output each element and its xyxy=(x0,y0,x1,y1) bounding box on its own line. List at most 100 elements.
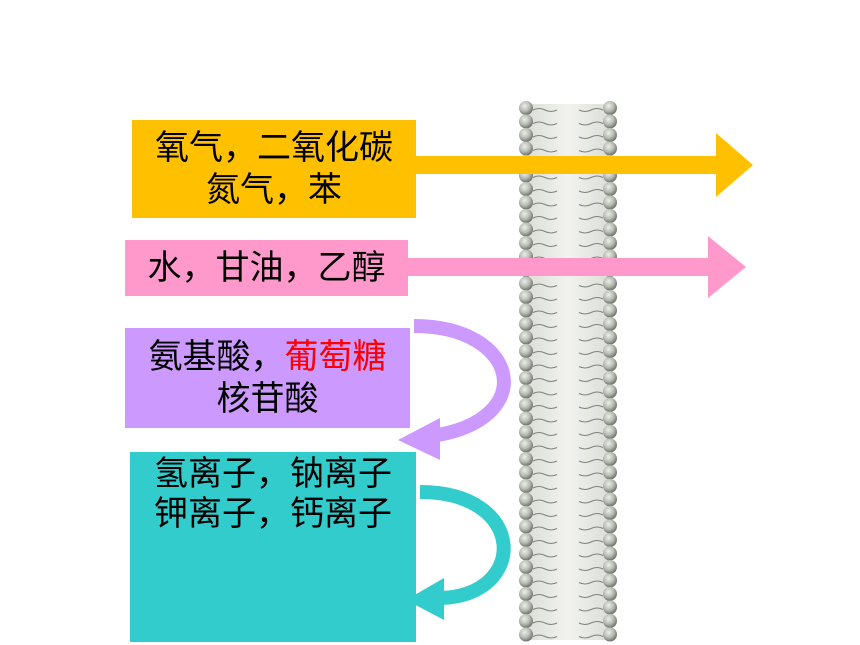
phospholipid-head-right xyxy=(603,506,617,520)
phospholipid-head-right xyxy=(603,344,617,358)
phospholipid-head-right xyxy=(603,357,617,372)
phospholipid-head-right xyxy=(603,465,617,480)
phospholipid-head-right xyxy=(603,222,617,237)
lipid-tail xyxy=(532,553,604,558)
lipid-tail xyxy=(532,310,604,315)
phospholipid-head-left xyxy=(519,236,533,250)
lipid-tail xyxy=(532,418,604,423)
aminoacids-label-box: 氨基酸，葡萄糖 核苷酸 xyxy=(125,328,410,428)
phospholipid-head-right xyxy=(603,546,617,561)
phospholipid-head-right xyxy=(603,425,617,439)
lipid-tail xyxy=(532,499,604,504)
phospholipid-head-left xyxy=(519,492,533,507)
lipid-tail xyxy=(532,540,604,544)
lipid-tail xyxy=(532,364,604,369)
lipid-tail xyxy=(532,121,604,126)
phospholipid-head-right xyxy=(603,303,617,318)
lipid-tail xyxy=(532,459,604,463)
phospholipid-head-left xyxy=(519,114,533,129)
phospholipid-head-right xyxy=(603,290,617,304)
phospholipid-head-right xyxy=(603,533,617,547)
phospholipid-head-right xyxy=(603,317,617,331)
phospholipid-head-left xyxy=(519,195,533,210)
phospholipid-head-right xyxy=(603,371,617,385)
phospholipid-head-right xyxy=(603,627,617,642)
gases-line-2: 氮气，苯 xyxy=(206,170,342,210)
phospholipid-head-right xyxy=(603,128,617,142)
cell-membrane-bilayer xyxy=(519,101,617,642)
phospholipid-head-left xyxy=(519,344,533,358)
phospholipid-head-left xyxy=(519,209,533,223)
lipid-tail xyxy=(532,607,604,612)
phospholipid-head-left xyxy=(519,128,533,142)
phospholipid-head-left xyxy=(519,330,533,345)
phospholipid-head-right xyxy=(603,398,617,412)
lipid-tail xyxy=(532,229,604,234)
lipid-tail xyxy=(532,472,604,477)
lipid-tail xyxy=(532,378,604,382)
lipid-tail xyxy=(532,243,604,247)
phospholipid-head-left xyxy=(519,357,533,372)
gases-box-fill xyxy=(132,120,416,218)
lipid-tail xyxy=(532,580,604,585)
gases-pass-arrow xyxy=(416,133,753,197)
phospholipid-head-left xyxy=(519,465,533,480)
lipid-tail xyxy=(532,351,604,355)
lipid-tail xyxy=(532,391,604,396)
phospholipid-head-left xyxy=(519,222,533,237)
alcohols-line-1: 水，甘油，乙醇 xyxy=(147,248,386,288)
lipid-tail xyxy=(532,594,604,598)
lipid-tail xyxy=(532,175,604,180)
phospholipid-head-right xyxy=(603,492,617,507)
phospholipid-head-left xyxy=(519,317,533,331)
phospholipid-head-right xyxy=(603,614,617,628)
phospholipid-head-right xyxy=(603,519,617,534)
phospholipid-head-right xyxy=(603,600,617,615)
phospholipid-head-right xyxy=(603,587,617,601)
phospholipid-head-left xyxy=(519,276,533,291)
alcohols-label-box: 水，甘油，乙醇 xyxy=(125,240,408,296)
lipid-tail xyxy=(532,135,604,139)
gases-label-box: 氧气，二氧化碳 氮气，苯 xyxy=(132,120,416,218)
phospholipid-head-right xyxy=(603,438,617,453)
lipid-tail xyxy=(532,405,604,409)
lipid-tail xyxy=(532,148,604,153)
lipid-tail xyxy=(532,337,604,342)
lipid-tail xyxy=(532,216,604,220)
lipid-tail xyxy=(532,202,604,207)
phospholipid-head-left xyxy=(519,614,533,628)
phospholipid-head-left xyxy=(519,101,533,115)
phospholipid-head-right xyxy=(603,384,617,399)
lipid-tail xyxy=(532,567,604,571)
alcohols-box-fill xyxy=(125,240,408,296)
phospholipid-head-left xyxy=(519,452,533,466)
lipid-tail xyxy=(532,108,604,112)
phospholipid-head-left xyxy=(519,438,533,453)
ions-line-1: 氢离子，钠离子 xyxy=(154,454,392,494)
phospholipid-head-right xyxy=(603,330,617,345)
phospholipid-head-right xyxy=(603,411,617,426)
phospholipid-head-left xyxy=(519,600,533,615)
lipid-tail xyxy=(532,189,604,193)
phospholipid-head-left xyxy=(519,411,533,426)
phospholipid-head-left xyxy=(519,425,533,439)
phospholipid-head-left xyxy=(519,384,533,399)
phospholipid-head-left xyxy=(519,290,533,304)
lipid-tail xyxy=(532,324,604,328)
phospholipid-head-left xyxy=(519,398,533,412)
phospholipid-head-left xyxy=(519,519,533,534)
phospholipid-head-right xyxy=(603,182,617,196)
glucose-highlight-text: 葡萄糖 xyxy=(284,337,387,377)
aminoacids-blocked-arrow xyxy=(398,319,511,460)
ions-line-2: 钾离子，钙离子 xyxy=(154,494,392,534)
phospholipid-head-left xyxy=(519,141,533,156)
ions-blocked-arrow xyxy=(406,485,511,620)
ions-label-box: 氢离子，钠离子 钾离子，钙离子 xyxy=(130,452,416,642)
phospholipid-head-right xyxy=(603,560,617,574)
phospholipid-head-left xyxy=(519,546,533,561)
phospholipid-head-right xyxy=(603,101,617,115)
phospholipid-head-right xyxy=(603,114,617,129)
phospholipid-head-right xyxy=(603,479,617,493)
